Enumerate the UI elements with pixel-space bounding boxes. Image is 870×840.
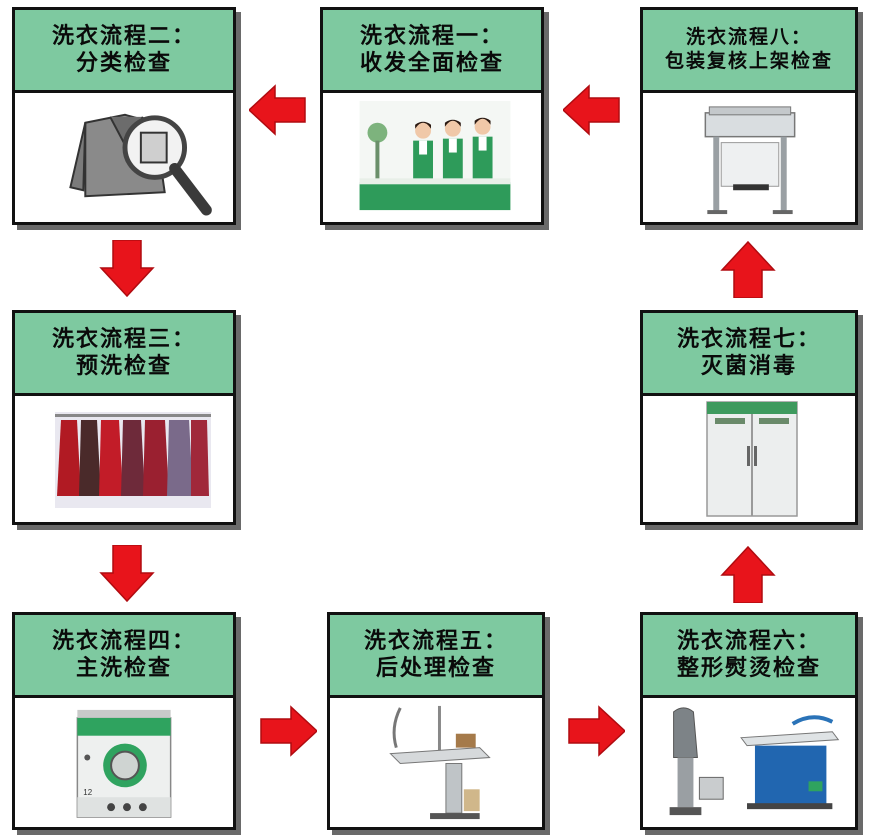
step-2-image (15, 93, 233, 222)
step-3-subtitle: 预洗检查 (75, 354, 172, 379)
step-8-subtitle: 包装复核上架检查 (664, 50, 833, 72)
step-3-header: 洗衣流程三： 预洗检查 (15, 313, 233, 396)
packaging-machine-photo (704, 106, 796, 215)
step-5-title: 洗衣流程五： (363, 628, 508, 654)
step-5-image (330, 698, 542, 827)
arrow-up-step7-to-step8 (720, 240, 776, 298)
step-1-title: 洗衣流程一： (359, 23, 504, 49)
step-6-subtitle: 整形熨烫检查 (676, 656, 821, 681)
step-4-image: 12 (15, 698, 233, 827)
reception-staff-photo (359, 100, 511, 211)
step-7-subtitle: 灭菌消毒 (700, 354, 797, 379)
garment-magnifier-icon (69, 113, 212, 216)
step-4-card: 洗衣流程四： 主洗检查 12 (12, 612, 236, 830)
step-6-image (643, 698, 855, 827)
step-2-header: 洗衣流程二： 分类检查 (15, 10, 233, 93)
step-4-header: 洗衣流程四： 主洗检查 (15, 615, 233, 698)
step-5-header: 洗衣流程五： 后处理检查 (330, 615, 542, 698)
step-8-image (643, 93, 855, 222)
step-3-card: 洗衣流程三： 预洗检查 (12, 310, 236, 525)
step-8-title: 洗衣流程八： (685, 26, 812, 49)
step-7-header: 洗衣流程七： 灭菌消毒 (643, 313, 855, 396)
step-8-header: 洗衣流程八： 包装复核上架检查 (643, 10, 855, 93)
arrow-right-step4-to-step5 (259, 705, 317, 757)
step-1-header: 洗衣流程一： 收发全面检查 (323, 10, 541, 93)
step-5-subtitle: 后处理检查 (375, 656, 496, 681)
arrow-left-step1-to-step2 (249, 84, 307, 136)
step-7-title: 洗衣流程七： (676, 326, 821, 352)
step-2-card: 洗衣流程二： 分类检查 (12, 7, 236, 225)
step-5-card: 洗衣流程五： 后处理检查 (327, 612, 545, 830)
ironing-equipment-photo (669, 707, 840, 816)
hanging-garments-photo (55, 412, 211, 508)
dry-cleaning-machine-photo: 12 (76, 709, 172, 818)
step-3-title: 洗衣流程三： (51, 326, 196, 352)
sterilizer-cabinet-photo (706, 401, 798, 517)
step-3-image (15, 396, 233, 522)
spotting-table-photo (389, 705, 491, 820)
step-7-image (643, 396, 855, 522)
machine-label: 12 (83, 788, 92, 797)
arrow-right-step5-to-step6 (567, 705, 625, 757)
step-1-subtitle: 收发全面检查 (359, 51, 504, 76)
step-2-subtitle: 分类检查 (75, 51, 172, 76)
step-2-title: 洗衣流程二： (51, 23, 196, 49)
arrow-left-step8-to-step1 (563, 84, 621, 136)
step-6-header: 洗衣流程六： 整形熨烫检查 (643, 615, 855, 698)
step-4-title: 洗衣流程四： (51, 628, 196, 654)
step-6-card: 洗衣流程六： 整形熨烫检查 (640, 612, 858, 830)
step-8-card: 洗衣流程八： 包装复核上架检查 (640, 7, 858, 225)
step-4-subtitle: 主洗检查 (75, 656, 172, 681)
arrow-down-step3-to-step4 (99, 545, 155, 603)
step-7-card: 洗衣流程七： 灭菌消毒 (640, 310, 858, 525)
arrow-up-step6-to-step7 (720, 545, 776, 603)
step-1-card: 洗衣流程一： 收发全面检查 (320, 7, 544, 225)
arrow-down-step2-to-step3 (99, 240, 155, 298)
step-1-image (323, 93, 541, 222)
step-6-title: 洗衣流程六： (676, 628, 821, 654)
